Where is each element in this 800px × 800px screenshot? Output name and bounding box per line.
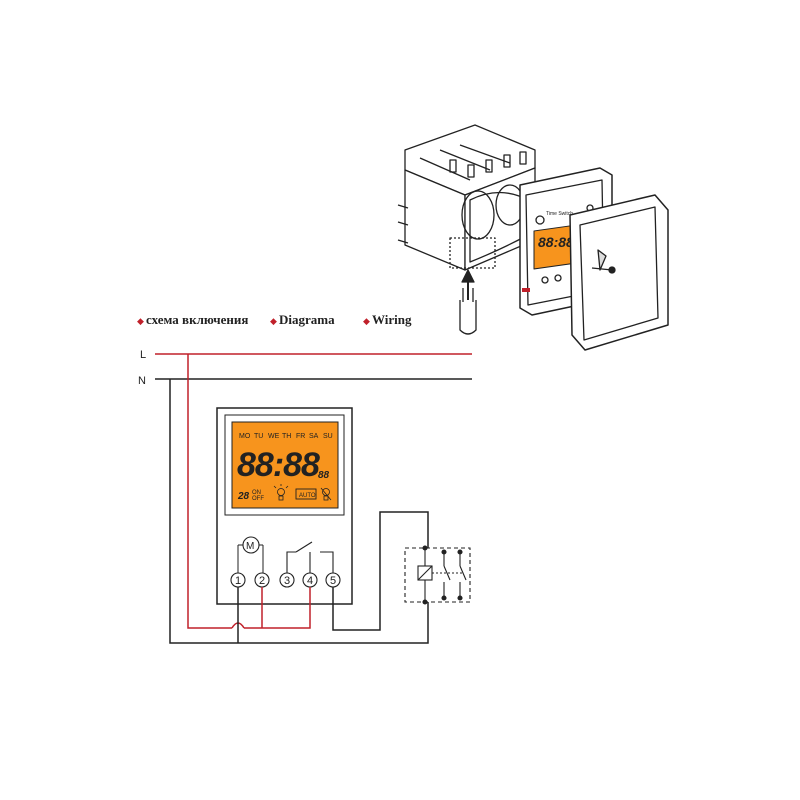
neutral-feed-wire [169,379,238,644]
bullet-icon: ◆ [363,317,370,327]
header-english: Wiring [372,312,412,327]
terminal-3 [279,572,295,588]
bullet-icon: ◆ [137,317,144,327]
lcd-day: SU [323,433,333,440]
contactor-switch [443,565,451,581]
terminal-5-label: 5 [330,575,336,587]
power-lines: L N [138,349,472,387]
panel-title: Time Switch [546,211,573,217]
lcd-day: SA [309,433,319,440]
terminal-2-label: 2 [259,575,265,587]
switched-output-wire [332,511,429,631]
external-wiring [169,354,429,644]
language-headers: ◆ схема включения ◆ Diagrama ◆ Wiring [137,312,412,327]
lcd-day: TU [254,433,263,440]
header-spanish: Diagrama [279,312,335,327]
terminal-4-label: 4 [307,575,313,587]
front-cover [569,194,669,351]
terminal-block: 1 2 3 4 5 [230,572,341,588]
lcd-day: MO [239,433,251,440]
live-feed-wire [187,354,232,629]
terminal-3-label: 3 [284,575,290,587]
exploded-device-illustration: Time Switch 88:88 [397,124,669,351]
relay-contact-symbol [286,541,334,573]
lcd-small-digits: 88 [318,470,330,481]
bullet-icon: ◆ [270,317,277,327]
lcd-day: WE [268,433,280,440]
lightbulb-off-icon [320,487,332,501]
lcd-screen [231,421,339,509]
lightbulb-on-icon [273,484,289,501]
neutral-to-contactor [238,602,429,644]
lcd-day: FR [296,433,305,440]
panel-digits: 88:88 [538,234,574,250]
motor-symbol: M [237,536,264,573]
lcd-off-label: OFF [252,496,264,502]
lcd-day: TH [282,433,291,440]
lcd-indicator-digits: 28 [237,491,250,502]
lcd-auto-badge [295,488,317,500]
live-label: L [140,349,146,361]
lcd-auto-label: AUTO [299,493,316,499]
timer-device: MO TU WE TH FR SA SU 88:88 88 28 ON OFF … [216,407,353,605]
contactor-housing [404,547,471,603]
contactor [404,545,471,605]
live-to-terminal-4 [244,587,311,629]
motor-label: M [246,541,254,552]
lcd-on-label: ON [252,490,261,496]
cable-entry [459,269,477,335]
contactor-switch [459,565,467,581]
neutral-label: N [138,375,146,387]
lcd-main-digits: 88:88 [237,446,320,484]
header-russian: схема включения [146,312,248,327]
terminal-1-label: 1 [235,575,241,587]
mounting-box [397,124,536,271]
